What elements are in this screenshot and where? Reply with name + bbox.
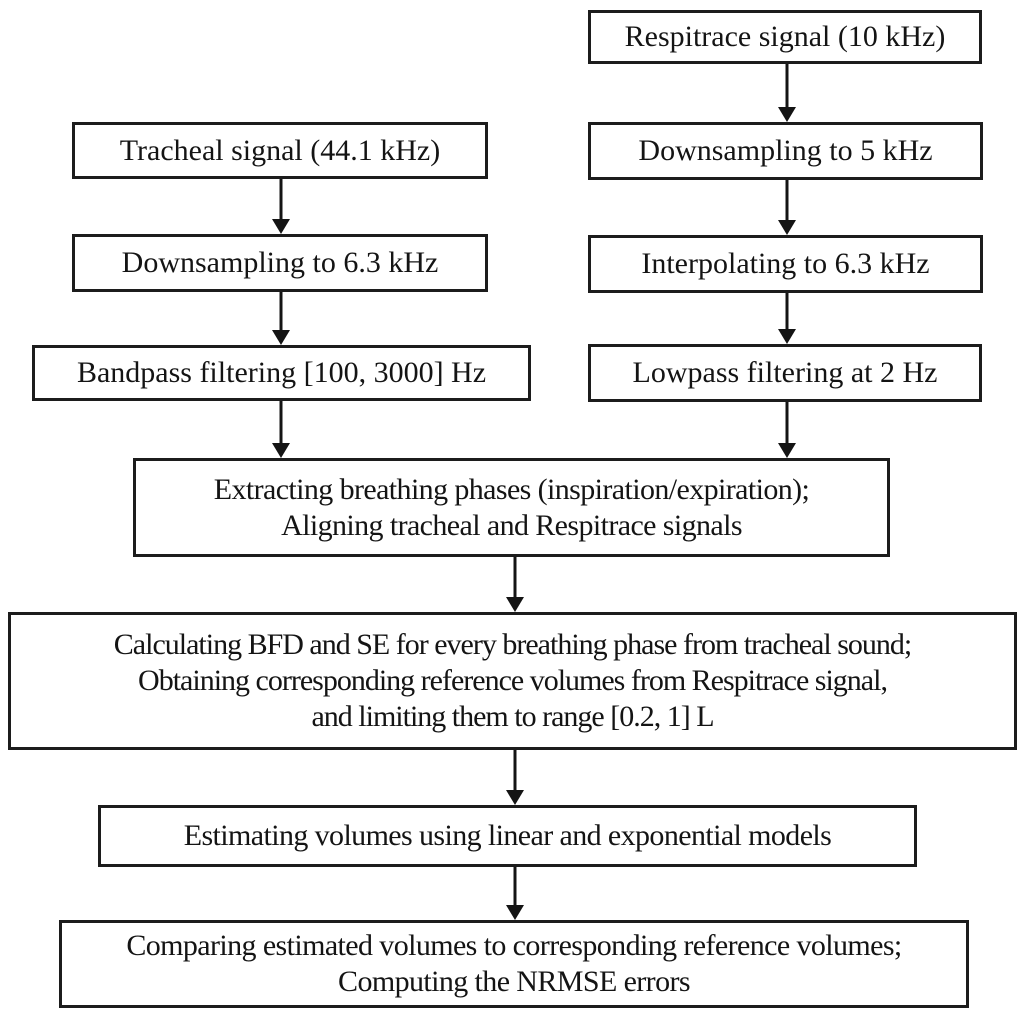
node-downsampling-6-3khz: Downsampling to 6.3 kHz	[72, 234, 488, 292]
node-calculating-bfd-se: Calculating BFD and SE for every breathi…	[8, 612, 1017, 750]
arrow-estimating-to-comparing-icon	[506, 867, 524, 920]
node-bandpass-filtering: Bandpass filtering [100, 3000] Hz	[32, 345, 531, 401]
node-estimating-volumes: Estimating volumes using linear and expo…	[98, 805, 917, 867]
arrow-downsampling63-to-bandpass-icon	[272, 292, 290, 345]
node-extracting-aligning: Extracting breathing phases (inspiration…	[133, 458, 890, 557]
arrow-respitrace-to-downsampling5-icon	[778, 64, 796, 122]
node-lowpass-filtering: Lowpass filtering at 2 Hz	[588, 344, 982, 402]
arrow-tracheal-to-downsampling63-icon	[272, 179, 290, 234]
arrow-bandpass-to-extracting-icon	[272, 401, 290, 458]
arrow-interpolating-to-lowpass-icon	[778, 293, 796, 344]
arrow-downsampling5-to-interpolating-icon	[778, 180, 796, 235]
arrow-lowpass-to-extracting-icon	[778, 402, 796, 458]
node-interpolating-6-3khz: Interpolating to 6.3 kHz	[588, 235, 983, 293]
arrow-extracting-to-calculating-icon	[506, 557, 524, 612]
node-comparing-volumes: Comparing estimated volumes to correspon…	[59, 920, 969, 1008]
node-downsampling-5khz: Downsampling to 5 kHz	[588, 122, 983, 180]
node-tracheal-signal: Tracheal signal (44.1 kHz)	[72, 122, 488, 179]
node-respitrace-signal: Respitrace signal (10 kHz)	[588, 10, 982, 64]
arrow-calculating-to-estimating-icon	[506, 750, 524, 805]
